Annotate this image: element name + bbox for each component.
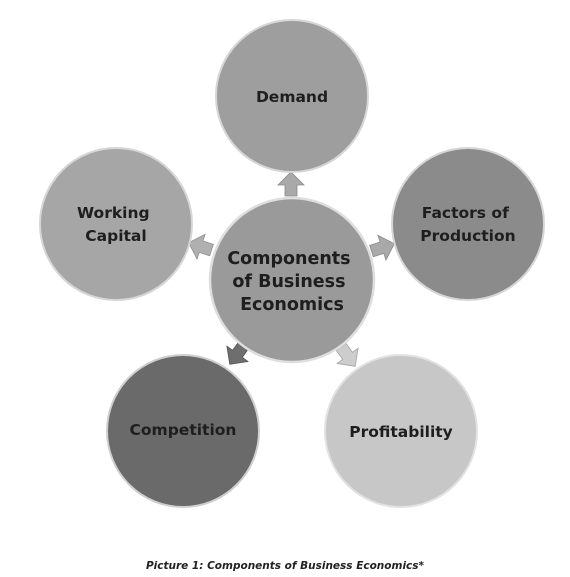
node-competition: Competition: [106, 354, 260, 508]
svg-text:Components of Business: Components of Business Economics: [227, 249, 356, 315]
node-center: Components of Business Economics: [208, 196, 376, 364]
svg-text:Demand: Demand: [256, 88, 328, 106]
arrow-to-factors: [369, 234, 395, 262]
figure-caption: Picture 1: Components of Business Econom…: [145, 560, 425, 572]
arrow-to-demand: [277, 171, 305, 197]
demand-label: Demand: [256, 88, 328, 106]
svg-text:Competition: Competition: [130, 421, 237, 439]
factors-label-line-2: Production: [420, 227, 515, 245]
working-capital-label-line-2: Capital: [85, 227, 146, 245]
factors-label-line-1: Factors of: [422, 204, 509, 222]
profitability-label: Profitability: [349, 423, 453, 441]
profitability-circle: [324, 354, 478, 508]
node-profitability: Profitability: [324, 354, 478, 508]
working-capital-label-line-1: Working: [77, 204, 150, 222]
arrow-to-working-capital: [188, 233, 214, 261]
node-working-capital: Working Capital: [39, 147, 193, 301]
svg-text:Factors of Production: Factors of Production: [420, 204, 515, 245]
center-label-line-3: Economics: [240, 295, 344, 315]
svg-text:Working Capital: Working Capital: [77, 204, 155, 245]
competition-circle: [106, 354, 260, 508]
factors-circle: [391, 147, 545, 301]
node-factors-of-production: Factors of Production: [391, 147, 545, 301]
demand-circle: [215, 19, 369, 173]
center-label-line-1: Components: [227, 249, 350, 269]
competition-label: Competition: [130, 421, 237, 439]
center-circle: [208, 196, 376, 364]
svg-text:Profitability: Profitability: [349, 423, 453, 441]
node-demand: Demand: [215, 19, 369, 173]
working-capital-circle: [39, 147, 193, 301]
center-label-line-2: of Business: [232, 272, 345, 292]
